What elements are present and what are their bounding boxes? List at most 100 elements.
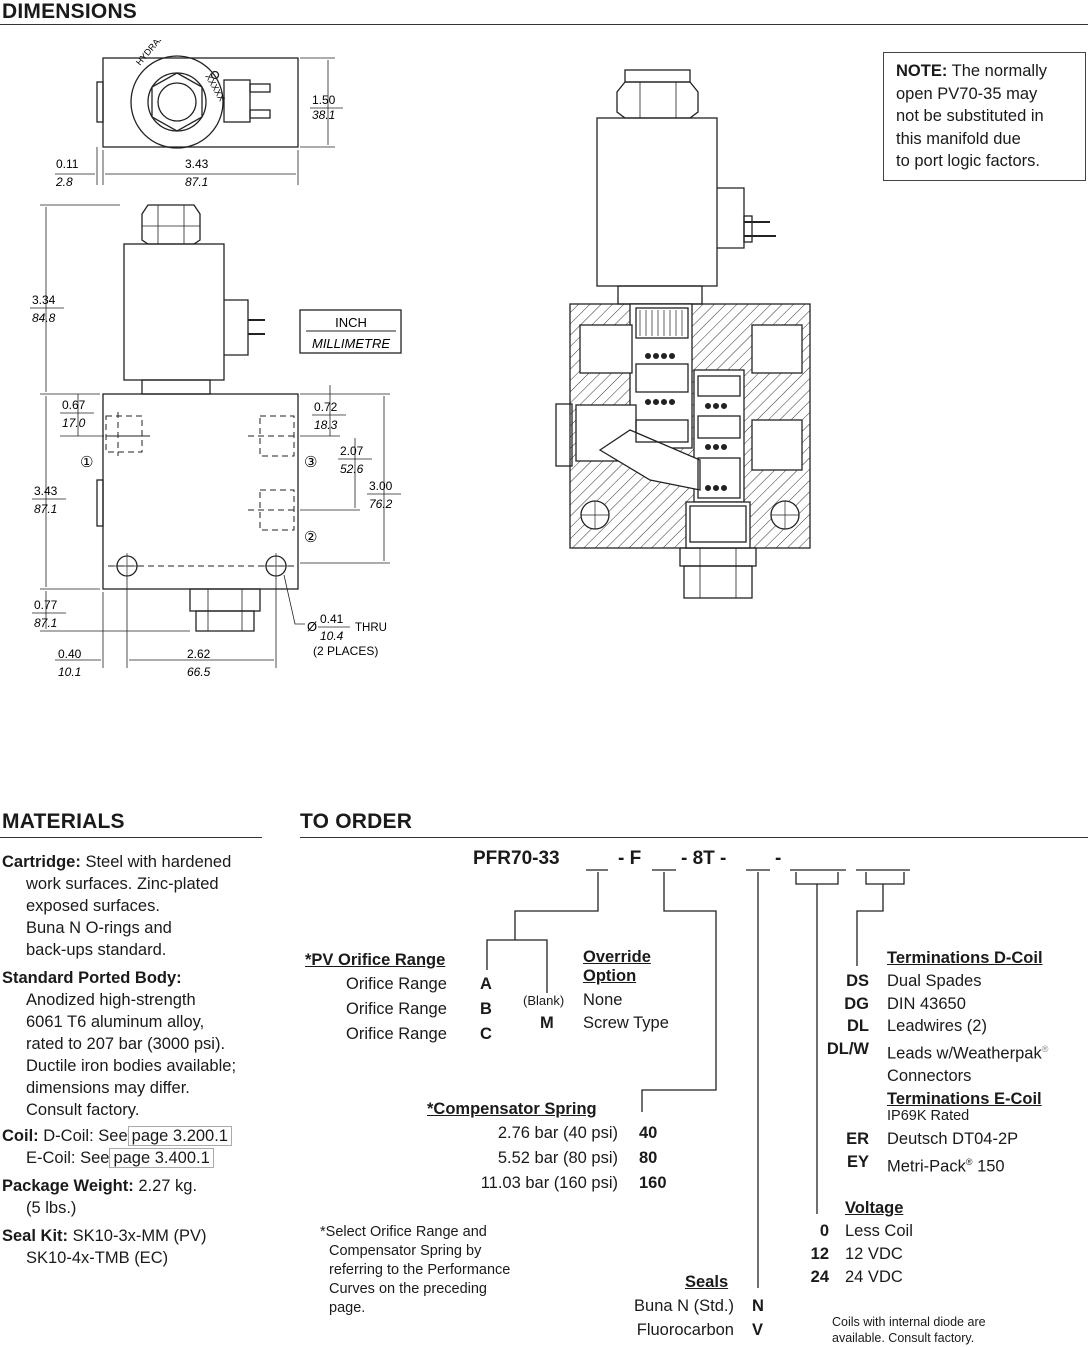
dim-port3-2-in: 2.07	[340, 444, 364, 458]
weight-line-1: 2.27 kg.	[138, 1177, 198, 1195]
dim-hole-dia-mm: 10.4	[320, 629, 344, 643]
term-dlw-reg: ®	[1041, 1043, 1049, 1054]
term-er-code: ER	[846, 1130, 869, 1148]
term-e-codes: ER EY	[825, 1128, 869, 1174]
dim-nut-height-mm: 87.1	[34, 616, 57, 630]
voltage-labels: Less Coil 12 VDC 24 VDC	[845, 1220, 913, 1289]
compensator-80-code: 80	[639, 1149, 658, 1167]
port-1-label: ①	[80, 454, 93, 471]
seal-line-1: SK10-3x-MM (PV)	[72, 1227, 207, 1245]
term-ds-label: Dual Spades	[887, 972, 982, 990]
dim-body-height-mm: 87.1	[34, 502, 57, 516]
orifice-c-code: C	[480, 1025, 492, 1043]
dim-nut-height-in: 0.77	[34, 598, 58, 612]
body-line-4: Ductile iron bodies available;	[26, 1057, 237, 1075]
footnote-line-1: *Select Orifice Range and	[320, 1224, 487, 1240]
weight-line-2: (5 lbs.)	[26, 1199, 77, 1217]
dim-hole-offset-mm: 10.1	[58, 665, 81, 679]
note-line-1: The normally	[951, 62, 1048, 80]
coil-e-page-link[interactable]: page 3.400.1	[109, 1148, 214, 1168]
dim-port3-in: 0.72	[314, 400, 338, 414]
seal-v-code: V	[752, 1321, 764, 1339]
seals-codes: N V	[752, 1294, 764, 1342]
model-8t: - 8T -	[681, 848, 727, 869]
term-ey-code: EY	[846, 1153, 869, 1171]
footnote-line-3: referring to the Performance	[329, 1262, 511, 1278]
voltage-codes: 0 12 24	[796, 1220, 829, 1289]
model-dash: -	[775, 848, 782, 869]
dim-body-height-in: 3.43	[34, 484, 58, 498]
term-er-label: Deutsch DT04-2P	[887, 1130, 1019, 1148]
compensator-labels: 2.76 bar (40 psi) 5.52 bar (80 psi) 11.0…	[440, 1121, 618, 1196]
footnote-line-4: Curves on the preceding	[329, 1281, 487, 1297]
term-d-labels: Dual Spades DIN 43650 Leadwires (2) Lead…	[887, 970, 1048, 1087]
compensator-40-code: 40	[639, 1124, 658, 1142]
footnote-line-2: Compensator Spring by	[329, 1243, 482, 1259]
cartridge-line-4: Buna N O-rings and	[26, 919, 172, 937]
voltage-12-label: 12 VDC	[845, 1245, 903, 1263]
dim-top-width-in: 3.43	[185, 157, 209, 171]
dim-port-span-in: 3.00	[369, 479, 393, 493]
weight-label: Package Weight:	[2, 1177, 134, 1195]
term-d-title: Terminations D-Coil	[887, 949, 1043, 967]
seal-label: Seal Kit:	[2, 1227, 69, 1245]
orifice-b-code: B	[480, 1000, 492, 1018]
body-line-2: 6061 T6 aluminum alloy,	[26, 1013, 205, 1031]
term-ey-label: Metri-Pack	[887, 1157, 966, 1176]
order-rule	[300, 837, 1088, 838]
term-e-subtitle: IP69K Rated	[887, 1108, 970, 1124]
cartridge-line-5: back-ups standard.	[26, 941, 167, 959]
override-title-1: Override	[583, 948, 651, 966]
override-title: Override Option	[583, 948, 651, 986]
dim-port-span-mm: 76.2	[369, 497, 393, 511]
model-f: - F	[618, 848, 642, 869]
unit-inch: INCH	[335, 315, 367, 330]
dim-coil-height-in: 3.34	[32, 293, 56, 307]
note-line-4: this manifold due	[896, 129, 1021, 148]
term-e-labels: Deutsch DT04-2P Metri-Pack® 150	[887, 1128, 1018, 1179]
dimensions-heading: DIMENSIONS	[2, 0, 138, 23]
dim-coil-height-mm: 84.8	[32, 311, 56, 325]
orifice-title: *PV Orifice Range	[305, 951, 446, 969]
orifice-a-label: Orifice Range	[346, 975, 447, 993]
dim-top-height-in: 1.50	[312, 93, 336, 107]
note-line-3: not be substituted in	[896, 107, 1044, 125]
term-dl-label: Leadwires (2)	[887, 1017, 987, 1035]
override-m-label: Screw Type	[583, 1014, 669, 1032]
materials-rule	[0, 837, 262, 838]
term-ds-code: DS	[846, 972, 869, 990]
materials-heading: MATERIALS	[2, 810, 125, 833]
dim-top-offset-mm: 2.8	[55, 175, 73, 189]
dim-port3-mm: 18.3	[314, 418, 338, 432]
dim-hole-span-in: 2.62	[187, 647, 211, 661]
cartridge-line-2: work surfaces. Zinc-plated	[26, 875, 219, 893]
orifice-c-label: Orifice Range	[346, 1025, 447, 1043]
override-none-label: None	[583, 991, 623, 1009]
seal-n-code: N	[752, 1297, 764, 1315]
port-3-label: ③	[304, 454, 317, 471]
dim-top-offset-in: 0.11	[56, 157, 79, 171]
seals-title: Seals	[685, 1273, 729, 1291]
term-dg-code: DG	[844, 994, 869, 1013]
seal-n-label: Buna N (Std.)	[634, 1297, 734, 1315]
compensator-80-label: 5.52 bar (80 psi)	[497, 1149, 618, 1167]
term-dl-code: DL	[847, 1017, 869, 1035]
body-line-1: Anodized high-strength	[26, 991, 196, 1009]
top-view-coil	[130, 55, 224, 149]
dim-hole-prefix: Ø	[307, 619, 317, 634]
materials-body: Cartridge: Steel with hardened work surf…	[2, 851, 282, 1269]
coil-d-page-link[interactable]: page 3.200.1	[127, 1126, 232, 1146]
term-ey-reg: ®	[965, 1157, 973, 1167]
term-dlw-label2: Connectors	[887, 1066, 972, 1085]
coil-e-text: E-Coil: See	[26, 1149, 110, 1167]
unit-mm: MILLIMETRE	[312, 336, 390, 351]
footnote-line-5: page.	[329, 1300, 366, 1316]
voltage-24-label: 24 VDC	[845, 1268, 903, 1286]
compensator-160-label: 11.03 bar (160 psi)	[480, 1174, 618, 1192]
body-line-6: Consult factory.	[26, 1101, 140, 1119]
dim-top-width-mm: 87.1	[185, 175, 208, 189]
dim-hole-span-mm: 66.5	[187, 665, 211, 679]
dim-top-height-mm: 38.1	[312, 108, 335, 122]
term-ey-label-after: 150	[972, 1157, 1005, 1176]
